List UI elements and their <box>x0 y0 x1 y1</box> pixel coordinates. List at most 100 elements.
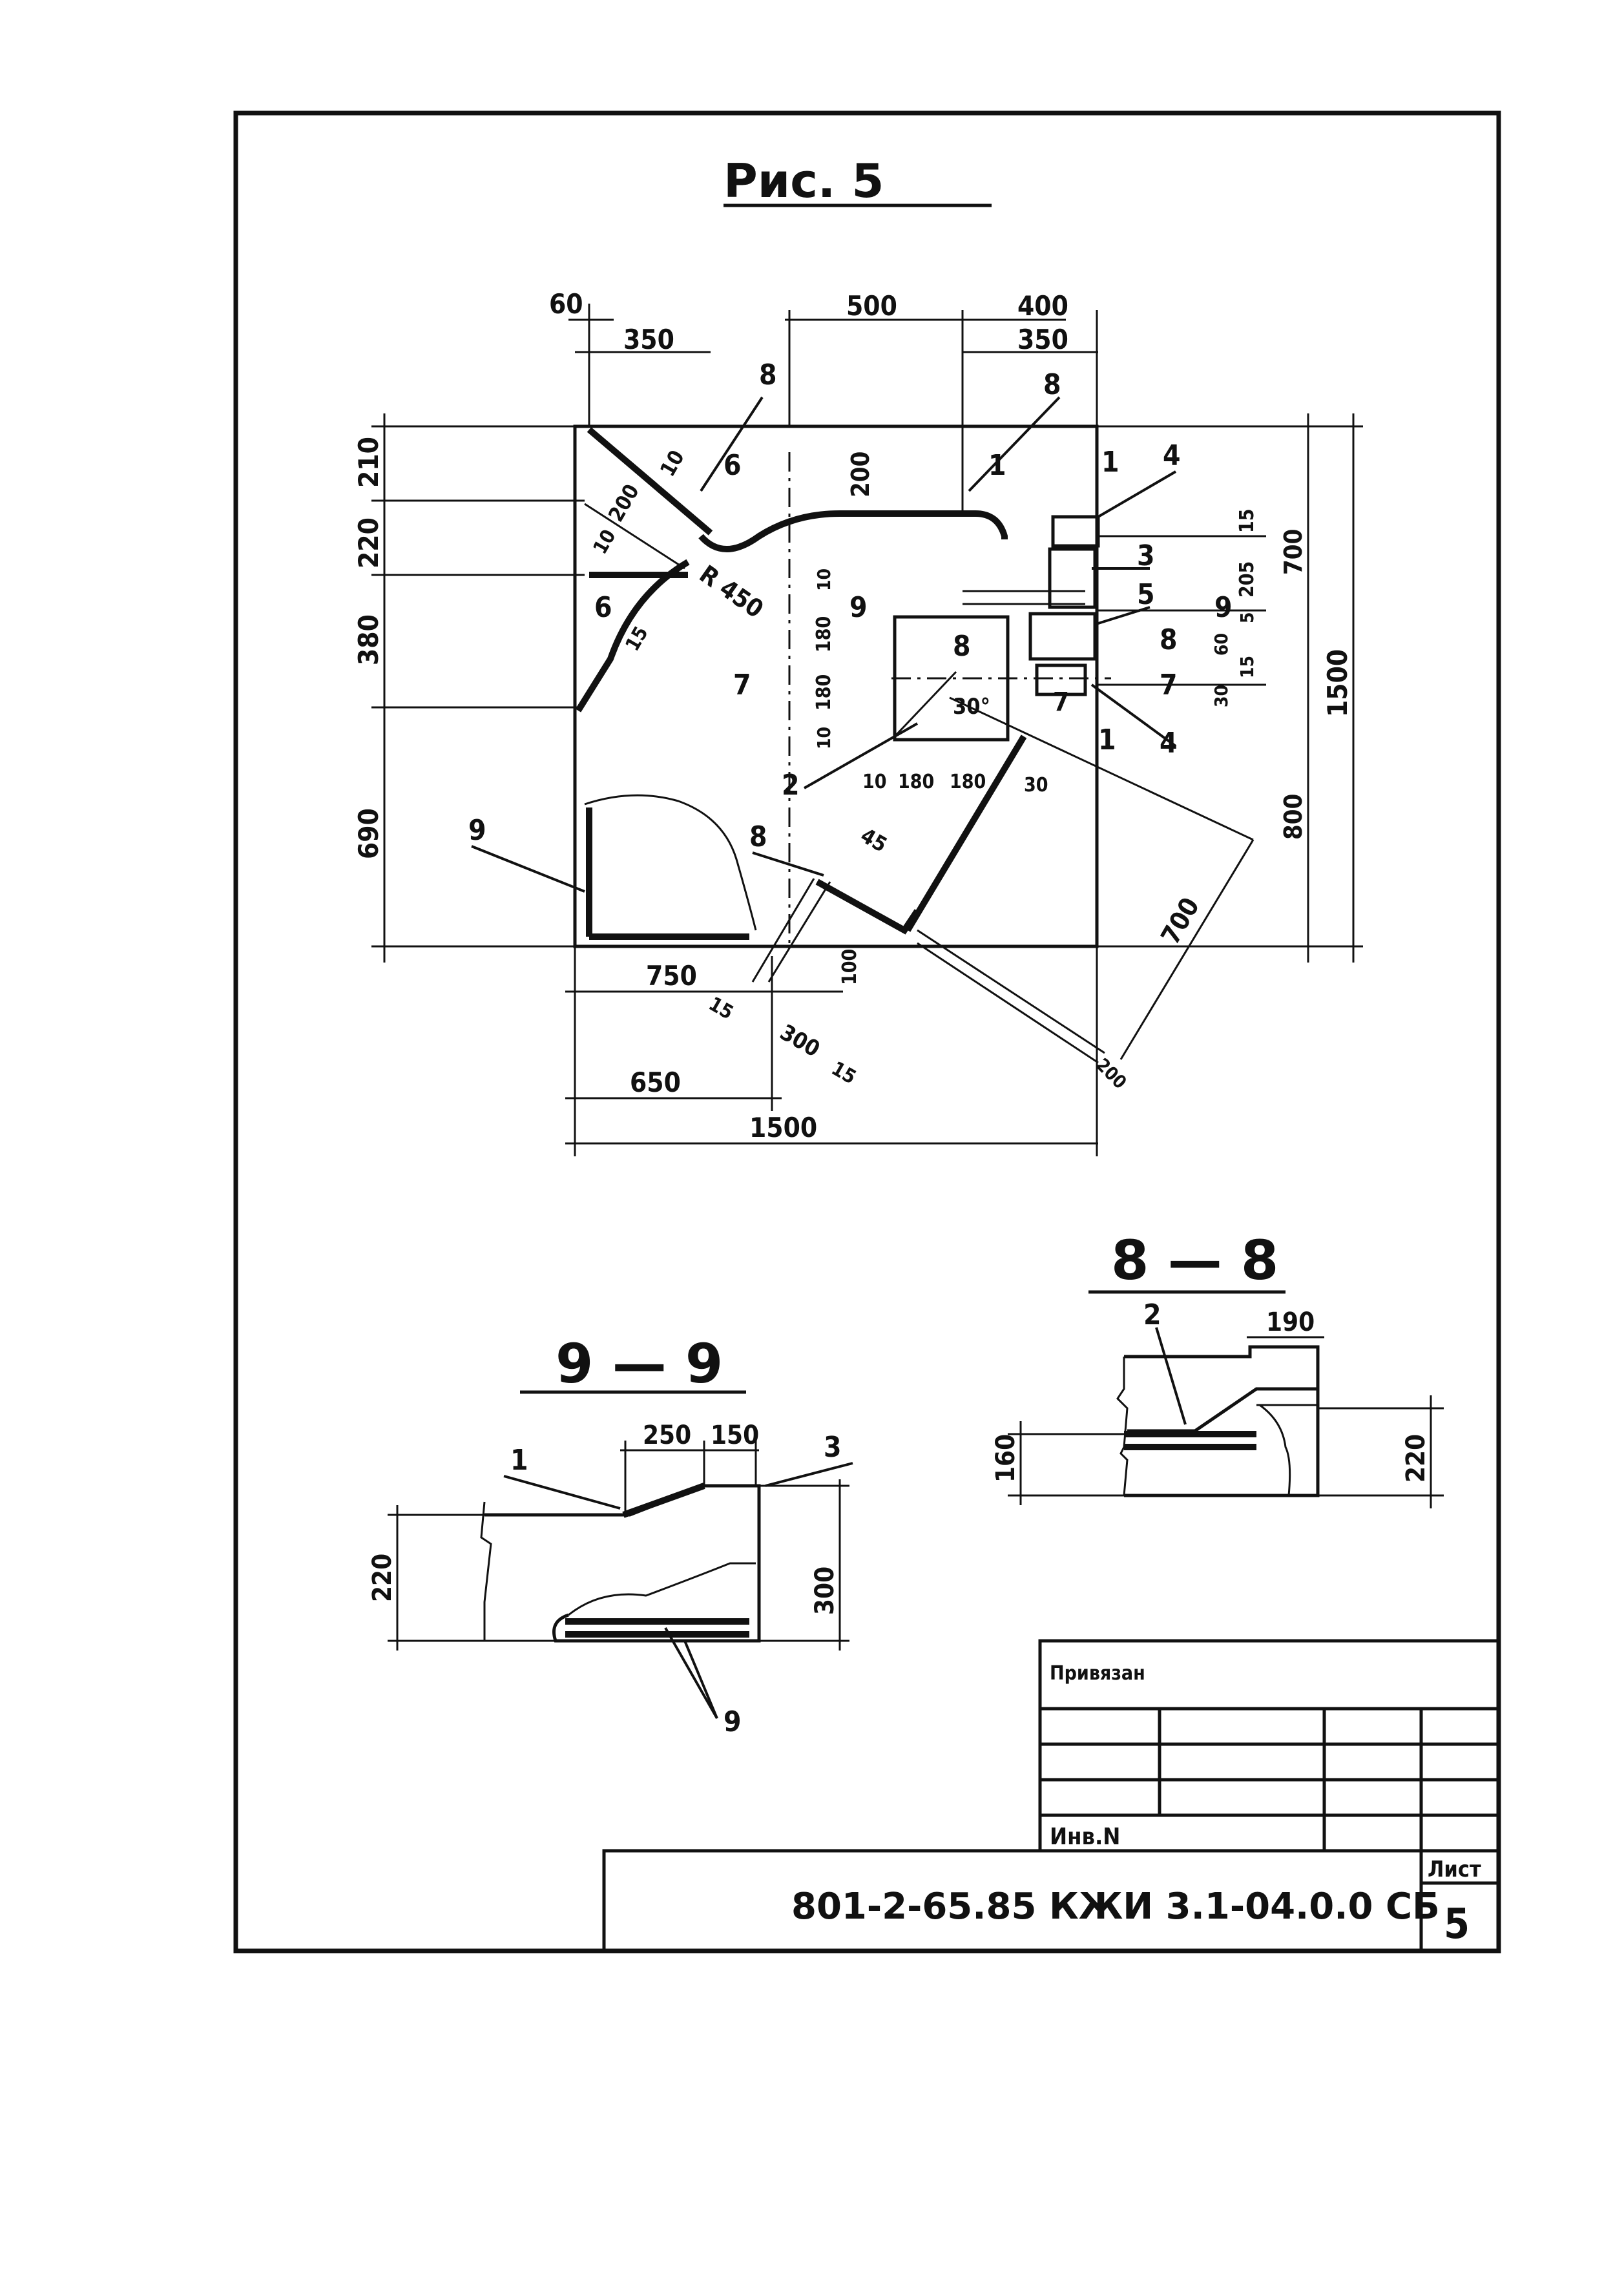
section-mark-8b: 8 <box>1160 623 1178 656</box>
stamp-code: 801-2-65.85 КЖИ 3.1-04.0.0 СБ <box>791 1886 1440 1928</box>
stamp-inv: Инв.N <box>1050 1824 1120 1850</box>
dim-inner-700: 700 <box>1156 893 1205 950</box>
plan-channel-long-3 <box>917 942 1099 1064</box>
leader-label-1-b: 1 <box>1101 446 1119 479</box>
plan-outline <box>573 424 1099 948</box>
stamp-list-no: 5 <box>1444 1901 1470 1948</box>
title-block: Привязан Инв.N 801-2-65.85 КЖИ 3.1-04.0.… <box>602 1639 1501 1953</box>
dim-top-350-left: 350 <box>623 324 674 355</box>
plan-block-a <box>1051 515 1100 548</box>
leader-label-5: 5 <box>1137 578 1155 611</box>
dim-bottom-45: 45 <box>857 823 891 857</box>
leader-label-4-b: 4 <box>1160 727 1178 760</box>
dim-inner-radius: R 450 <box>694 559 769 623</box>
dim-inner-10-b: 10 <box>589 526 621 558</box>
dim-inner-180-a: 180 <box>813 616 835 652</box>
stamp-privyazan: Привязан <box>1050 1662 1145 1685</box>
section-9-9-leader-label-1: 1 <box>510 1444 528 1477</box>
plan-block-b <box>1048 547 1097 609</box>
leader-label-1-a: 1 <box>988 449 1006 482</box>
section-8-8-leader-label-2: 2 <box>1143 1298 1161 1331</box>
plan-channel-thin-1 <box>751 878 815 983</box>
section-9-9-leader-label-9: 9 <box>724 1705 742 1738</box>
section-mark-7a: 7 <box>733 669 751 702</box>
dim-top-400: 400 <box>1017 290 1068 322</box>
section-9-9-profile <box>484 1484 761 1643</box>
dim-inner-10-a: 10 <box>655 446 689 481</box>
dim-inner-10-e: 10 <box>862 771 887 793</box>
leader-label-8-b: 8 <box>1043 368 1061 401</box>
dim-top-60: 60 <box>549 288 583 320</box>
leader-8-bottom <box>752 851 824 877</box>
plan-diag-thin <box>584 503 685 570</box>
dim-left-210: 210 <box>353 437 384 488</box>
dim-right-15: 15 <box>1236 508 1258 533</box>
section-8-8-title: 8 — 8 <box>1111 1229 1278 1292</box>
dim-left-380: 380 <box>353 614 384 665</box>
dim-right-60: 60 <box>1211 633 1232 656</box>
section-9-9-break <box>480 1501 556 1642</box>
section-8-8-dim-160: 160 <box>991 1434 1021 1483</box>
dim-left-220: 220 <box>353 517 384 568</box>
plan-cutaway <box>584 794 757 931</box>
plan-opening-diag <box>893 671 957 738</box>
section-9-9-leader-3 <box>765 1462 853 1487</box>
section-9-9-leader-9-a <box>664 1627 718 1719</box>
section-mark-9b: 9 <box>1214 591 1233 624</box>
section-9-9-diag <box>622 1483 705 1518</box>
section-mark-9a: 9 <box>849 591 868 624</box>
dim-top-350-right: 350 <box>1017 324 1068 355</box>
leader-4-top <box>1097 470 1177 518</box>
sheet-frame <box>233 110 1501 1953</box>
plan-block-d <box>1035 663 1087 696</box>
section-9-9-dim-220: 220 <box>368 1554 397 1602</box>
leader-label-3: 3 <box>1137 539 1155 572</box>
section-mark-8a: 8 <box>953 630 971 663</box>
dim-right-1500: 1500 <box>1322 649 1353 717</box>
dim-bottom-750: 750 <box>646 960 697 992</box>
dim-right-205: 205 <box>1236 561 1258 598</box>
leader-4-bottom <box>1090 683 1177 747</box>
dim-inner-10-d: 10 <box>813 727 835 749</box>
plan-diagonal-wall <box>575 427 713 713</box>
section-mark-6a: 6 <box>724 449 742 482</box>
plan-channel-thin-2 <box>767 881 831 983</box>
leader-5 <box>1098 606 1150 625</box>
dim-bottom-15b: 15 <box>828 1057 860 1089</box>
section-9-9-dim-250: 250 <box>643 1421 691 1450</box>
section-8-8-slope-2 <box>1256 1404 1318 1496</box>
leader-label-9: 9 <box>468 814 486 847</box>
section-8-8-dim-190: 190 <box>1266 1307 1315 1337</box>
dim-right-800: 800 <box>1279 794 1307 840</box>
section-9-9-title: 9 — 9 <box>556 1332 723 1395</box>
plan-block-c <box>1028 612 1097 661</box>
leader-label-7: 7 <box>1053 687 1069 717</box>
dim-left-690: 690 <box>353 808 384 859</box>
dim-inner-10-c: 10 <box>813 568 835 591</box>
dim-inner-angle: 30° <box>953 694 990 720</box>
section-8-8-leader-2 <box>1155 1327 1187 1425</box>
plan-labels: 60 350 500 400 350 210 220 380 690 1500 … <box>353 288 1353 1143</box>
dim-top-500: 500 <box>846 290 897 322</box>
leader-label-2: 2 <box>782 769 800 802</box>
section-8-8-break <box>1116 1357 1129 1496</box>
section-8-8-dim-220: 220 <box>1401 1434 1431 1483</box>
leader-label-8-a: 8 <box>759 359 777 391</box>
leader-label-1-c: 1 <box>1098 724 1116 756</box>
section-9-9: 9 — 9 250 150 220 300 1 3 9 <box>368 1332 853 1738</box>
stamp-list-label: Лист <box>1428 1857 1481 1882</box>
section-8-8-slope <box>1127 1387 1318 1433</box>
plan-view <box>371 304 1363 1156</box>
section-9-9-leader-1 <box>503 1475 621 1510</box>
dim-inner-200-top: 200 <box>846 452 875 497</box>
dim-bottom-15a: 15 <box>705 993 737 1025</box>
dim-bottom-100: 100 <box>838 949 861 985</box>
section-8-8-profile <box>1124 1345 1320 1497</box>
plan-channel-long-2 <box>917 929 1105 1054</box>
plan-curved-wall <box>589 510 1008 578</box>
section-9-9-leader-label-3: 3 <box>824 1431 842 1464</box>
dim-right-700: 700 <box>1279 529 1307 575</box>
dim-inner-30: 30 <box>1024 774 1048 797</box>
leader-8-top-right <box>968 396 1061 492</box>
